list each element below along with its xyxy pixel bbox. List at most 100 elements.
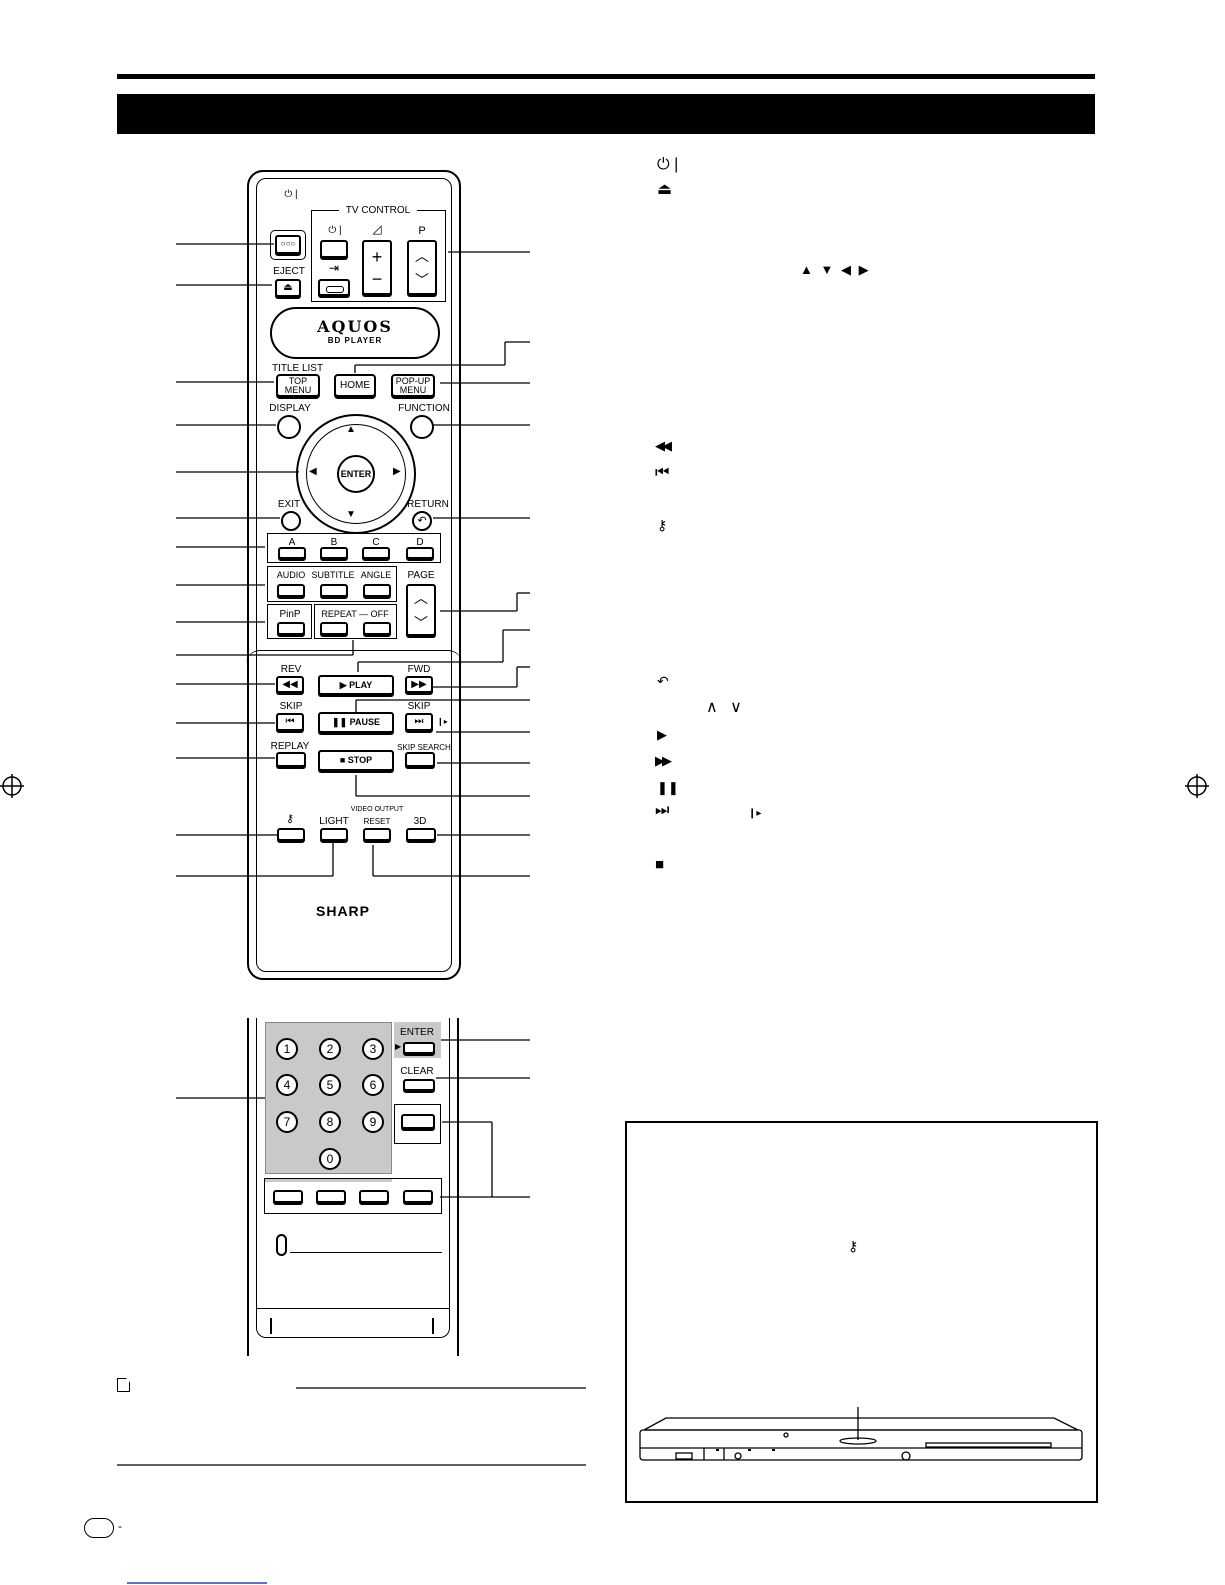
light-label: LIGHT <box>319 816 349 827</box>
audio-subtitle-group <box>267 566 397 602</box>
aquos-logo-panel: AQUOS BD PLAYER <box>270 307 440 359</box>
subtitle-button[interactable] <box>320 584 348 597</box>
legend-pause-icon: ❚❚ <box>657 780 679 795</box>
input-select-icon: ⇥ <box>328 261 340 275</box>
skip-fwd-label: SKIP <box>407 701 431 712</box>
tv-channel-label: P <box>418 225 426 237</box>
legend-page-icons: ∧ ∨ <box>706 699 746 716</box>
function-button[interactable] <box>410 415 434 439</box>
arrow-up-button[interactable]: ▲ <box>346 424 356 435</box>
bd-player-label: BD PLAYER <box>327 336 383 345</box>
volume-up-icon: + <box>371 247 383 267</box>
legend-rev-icon: ◀◀ <box>655 438 672 453</box>
video-output-reset-button[interactable] <box>363 828 391 841</box>
input-bar-icon <box>326 286 344 293</box>
num-button-4[interactable]: 4 <box>276 1074 298 1096</box>
legend-skip-back-icon: ⏮ <box>655 464 670 481</box>
rewind-icon: ◀◀ <box>282 679 298 690</box>
num-button-1[interactable]: 1 <box>276 1038 298 1060</box>
color-button-c[interactable] <box>362 547 390 559</box>
remote-control-inner <box>256 178 452 972</box>
arrow-left-button[interactable]: ◀ <box>309 466 317 477</box>
legend-play-icon: ▶ <box>657 727 667 742</box>
bottom-enter-button[interactable] <box>403 1042 435 1054</box>
skip-back-button[interactable]: ⏮ <box>276 713 304 731</box>
power-button[interactable]: ○○○ <box>275 235 301 254</box>
tv-power-label: ⏻ | <box>328 225 342 236</box>
pinp-button[interactable] <box>277 622 305 635</box>
num-button-3[interactable]: 3 <box>362 1038 384 1060</box>
play-button[interactable]: ▶ PLAY <box>318 675 394 695</box>
key-icon: ⚷ <box>285 813 295 825</box>
function-label: FUNCTION <box>398 403 450 414</box>
page-rocker[interactable]: ︿ ﹀ <box>406 584 436 636</box>
legend-key-icon: ⚷ <box>657 517 668 533</box>
eject-label: EJECT <box>273 266 305 277</box>
repeat-off-button[interactable] <box>363 622 391 635</box>
skip-search-button[interactable] <box>405 752 435 767</box>
top-rule <box>117 74 1095 79</box>
child-lock-button[interactable] <box>277 828 305 841</box>
skip-forward-icon: ⏭ <box>414 716 424 727</box>
exit-button[interactable] <box>281 511 301 531</box>
tv-volume-rocker[interactable]: + − <box>362 240 392 295</box>
remote-control-body <box>247 170 461 980</box>
page-down-icon: ﹀ <box>414 615 428 631</box>
page-up-icon: ︿ <box>414 590 428 606</box>
color-button-a[interactable] <box>278 547 306 559</box>
angle-button[interactable] <box>363 584 391 597</box>
battery-latch[interactable] <box>276 1234 287 1256</box>
num-button-8[interactable]: 8 <box>319 1111 341 1133</box>
color-button-b[interactable] <box>320 547 348 559</box>
clear-button[interactable] <box>403 1079 435 1091</box>
replay-button[interactable] <box>276 752 306 767</box>
audio-label: AUDIO <box>276 570 306 580</box>
num-button-7[interactable]: 7 <box>276 1111 298 1133</box>
rev-button[interactable]: ◀◀ <box>276 676 304 693</box>
extra-button[interactable] <box>401 1114 435 1129</box>
num-button-6[interactable]: 6 <box>362 1074 384 1096</box>
skip-fwd-button[interactable]: ⏭ <box>405 713 433 731</box>
legend-stop-icon: ■ <box>655 856 665 873</box>
pause-button[interactable]: ❚❚ PAUSE <box>318 712 394 733</box>
tv-channel-rocker[interactable]: ︿ ﹀ <box>407 240 437 295</box>
light-button[interactable] <box>320 828 348 841</box>
top-menu-button[interactable]: TOP MENU <box>276 374 320 397</box>
eject-button[interactable]: ⏏ <box>275 279 301 297</box>
color-button-d[interactable] <box>406 547 434 559</box>
lower-button-3[interactable] <box>359 1190 389 1203</box>
num-button-2[interactable]: 2 <box>319 1038 341 1060</box>
audio-button[interactable] <box>277 584 305 597</box>
power-label: ⏻ | <box>284 189 298 200</box>
lower-button-4[interactable] <box>403 1190 433 1203</box>
return-label: RETURN <box>407 499 449 510</box>
display-label: DISPLAY <box>269 403 311 414</box>
num-button-0[interactable]: 0 <box>319 1148 341 1170</box>
3d-button[interactable] <box>406 828 436 841</box>
lower-button-2[interactable] <box>316 1190 346 1203</box>
remote-lower-body <box>247 1018 459 1356</box>
home-button[interactable]: HOME <box>334 374 376 397</box>
rev-label: REV <box>280 664 302 675</box>
lower-button-1[interactable] <box>273 1190 303 1203</box>
popup-menu-button[interactable]: POP-UP MENU <box>391 374 435 397</box>
return-button[interactable]: ↶ <box>412 511 432 531</box>
tv-input-button[interactable] <box>318 279 350 296</box>
arrow-down-button[interactable]: ▼ <box>346 509 356 520</box>
color-buttons-group <box>267 533 441 563</box>
num-button-5[interactable]: 5 <box>319 1074 341 1096</box>
enter-button[interactable]: ENTER <box>337 455 375 493</box>
fwd-label: FWD <box>407 664 431 675</box>
tv-power-button[interactable] <box>320 240 348 258</box>
clear-label: CLEAR <box>400 1066 434 1077</box>
power-button-frame <box>270 230 306 260</box>
stop-button[interactable]: ■ STOP <box>318 750 394 771</box>
arrow-right-button[interactable]: ▶ <box>393 466 401 477</box>
repeat-group <box>314 604 397 639</box>
lower-button-row-frame <box>264 1178 442 1214</box>
bottom-enter-label: ENTER <box>400 1027 434 1038</box>
fwd-button[interactable]: ▶▶ <box>405 676 433 693</box>
repeat-button[interactable] <box>320 622 348 635</box>
num-button-9[interactable]: 9 <box>362 1111 384 1133</box>
display-button[interactable] <box>277 415 301 439</box>
